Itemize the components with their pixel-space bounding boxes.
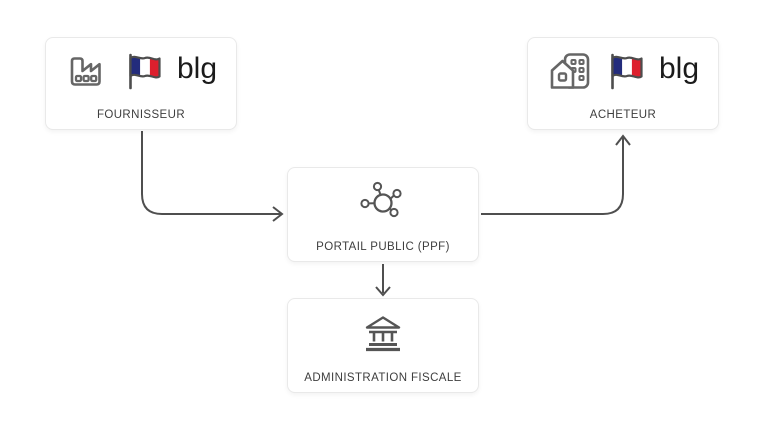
factory-icon <box>70 56 101 86</box>
france-flag-icon <box>129 53 161 89</box>
network-hub-icon <box>360 181 402 217</box>
node-label-acheteur: ACHETEUR <box>589 109 657 121</box>
buildings-icon <box>550 52 590 89</box>
node-acheteur: blg ACHETEUR <box>527 37 719 130</box>
node-label-portail: PORTAIL PUBLIC (PPF) <box>316 241 450 253</box>
arrowhead-up-icon <box>615 134 631 146</box>
arrow-fournisseur-to-portail <box>141 131 281 215</box>
arrow-portail-to-acheteur <box>481 137 624 215</box>
arrowhead-down-icon <box>375 286 391 297</box>
arrowhead-right-icon <box>272 206 284 222</box>
node-fournisseur: blg FOURNISSEUR <box>45 37 237 130</box>
node-label-administration: ADMINISTRATION FISCALE <box>304 372 462 384</box>
acheteur-icon-row: blg <box>528 38 718 103</box>
bank-icon <box>365 315 401 351</box>
blg-logo: blg <box>658 51 700 85</box>
france-flag-icon <box>611 53 643 89</box>
node-administration-fiscale: ADMINISTRATION FISCALE <box>287 298 479 393</box>
administration-icon-row <box>288 299 478 366</box>
blg-logo: blg <box>176 51 218 85</box>
portail-icon-row <box>288 168 478 235</box>
node-portail-public: PORTAIL PUBLIC (PPF) <box>287 167 479 262</box>
node-label-fournisseur: FOURNISSEUR <box>96 109 186 121</box>
fournisseur-icon-row: blg <box>46 38 236 103</box>
